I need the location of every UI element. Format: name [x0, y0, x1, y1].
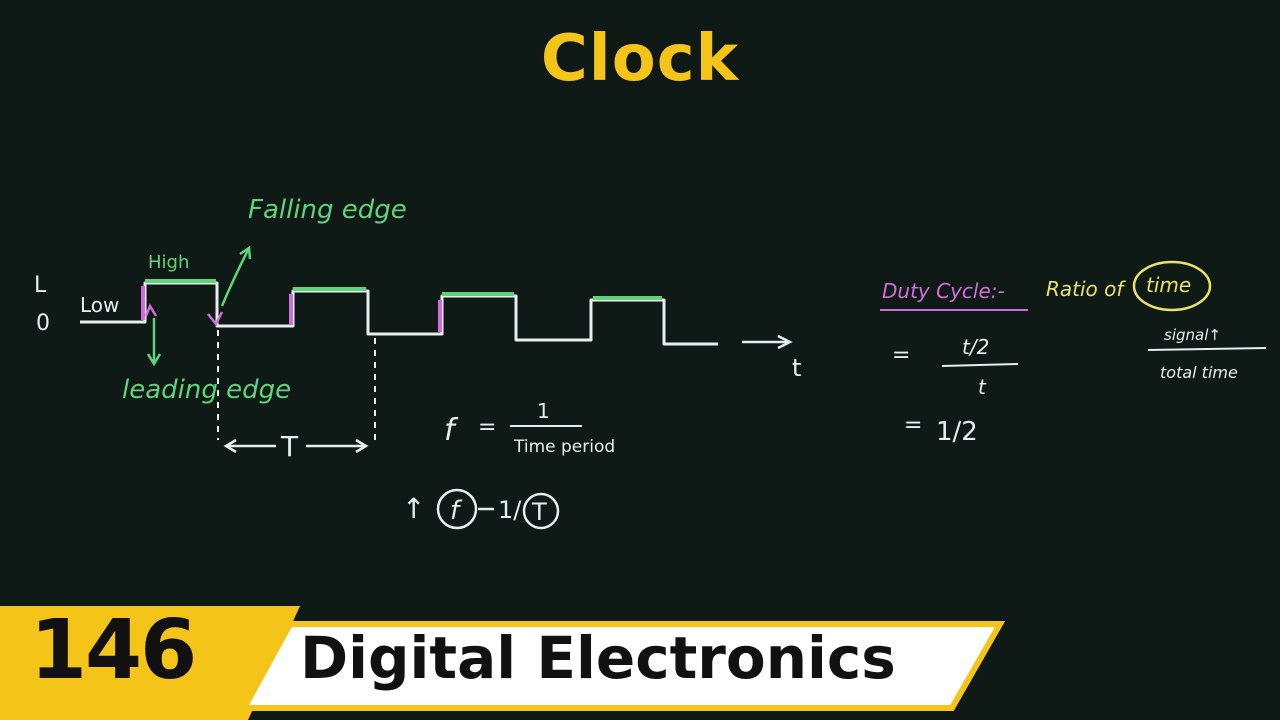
ratio-fraction-bar: [1147, 347, 1267, 351]
duty-cycle-heading: Duty Cycle:-: [882, 279, 1005, 303]
falling-edge-label: Falling edge: [248, 195, 407, 225]
duty-eq1: =: [892, 343, 910, 368]
level-high-label: L: [34, 273, 47, 298]
duty-step1-denominator: t: [978, 375, 987, 399]
clock-waveform: [80, 281, 718, 346]
time-axis-label: t: [792, 354, 801, 382]
episode-badge: [0, 606, 300, 720]
falling-edge-arrow: [220, 249, 250, 307]
low-label: Low: [80, 293, 119, 317]
frequency-denominator: Time period: [513, 437, 615, 457]
high-level-highlight: [145, 279, 662, 300]
frequency-numerator: 1: [537, 399, 550, 423]
course-name: Digital Electronics: [300, 624, 896, 692]
ratio-fraction-top: signal↑: [1164, 326, 1221, 344]
period-label: T: [280, 430, 299, 463]
duty-step1-numerator: t/2: [962, 335, 989, 359]
ratio-prefix: Ratio of: [1046, 277, 1126, 301]
level-low-label: 0: [36, 311, 50, 336]
high-label: High: [148, 252, 189, 273]
relation-T: T: [531, 498, 547, 526]
frequency-equals: =: [478, 415, 496, 440]
frequency-symbol: f: [444, 413, 459, 448]
circled-time: [1132, 260, 1212, 312]
chalkboard-drawing: L 0 Low t High Falling edge le: [34, 195, 1267, 530]
circled-f: [436, 488, 478, 530]
series-banner: [0, 606, 1006, 720]
relation-rhs-prefix: 1/: [498, 496, 522, 524]
episode-number: 146: [30, 603, 197, 698]
leading-edge-label: leading edge: [122, 375, 291, 405]
increase-arrow: ↑: [402, 492, 425, 525]
ratio-fraction-bottom: total time: [1160, 363, 1238, 382]
relation-f: f: [450, 496, 463, 526]
circled-T: [522, 492, 560, 530]
page-title: Clock: [540, 22, 740, 96]
duty-step1-bar: [941, 363, 1019, 367]
duty-step2: 1/2: [936, 417, 978, 447]
rising-edge-highlight: [141, 286, 442, 332]
course-plate: [238, 621, 1006, 711]
duty-eq2: =: [904, 413, 922, 438]
ratio-word: time: [1146, 273, 1191, 297]
